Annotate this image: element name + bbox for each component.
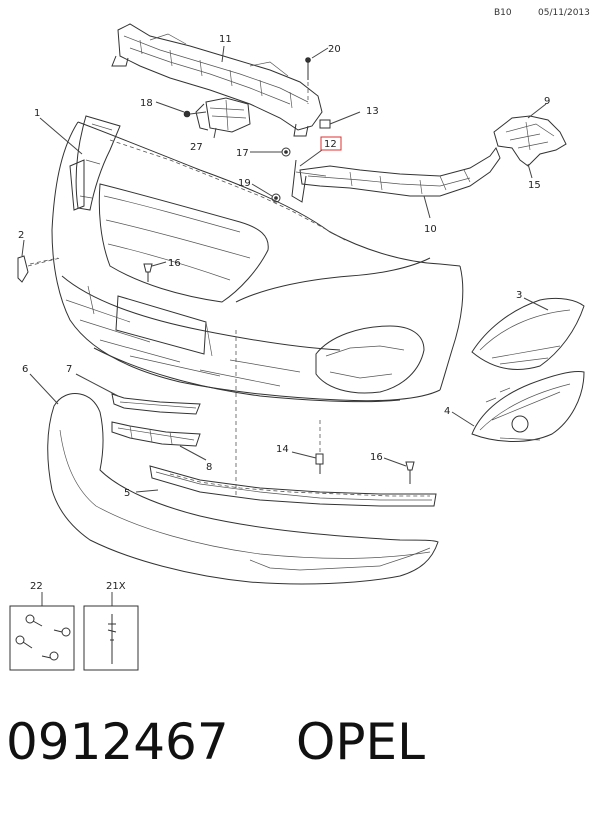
part-17-nut <box>281 147 291 157</box>
diagram-date: 05/11/2013 <box>538 8 590 18</box>
part-18-screw <box>183 110 207 118</box>
part-number: 0912467 <box>6 713 229 771</box>
callout-11: 11 <box>219 34 232 45</box>
callout-12-highlight[interactable]: 12 <box>320 136 342 151</box>
callout-22: 21X <box>106 581 126 592</box>
part-2-side-clip <box>17 255 61 283</box>
diagram-code: B10 <box>494 8 512 18</box>
callout-19: 19 <box>238 178 251 189</box>
part-6-lower-spoiler <box>47 393 439 585</box>
callout-15: 15 <box>528 180 541 191</box>
callout-3: 3 <box>516 290 522 301</box>
callout-17: 17 <box>236 148 249 159</box>
callout-12: 12 <box>324 139 337 150</box>
callout-4: 4 <box>444 406 450 417</box>
brand-name: OPEL <box>296 713 425 771</box>
part-16-clip-lower <box>405 461 415 484</box>
part-20-screw <box>305 57 311 104</box>
rivet-icon <box>53 627 71 637</box>
leader-lines <box>21 45 549 606</box>
part-9-side-bracket <box>493 115 567 167</box>
callout-27: 27 <box>190 142 203 153</box>
callout-2: 2 <box>18 230 24 241</box>
callout-16-lower: 16 <box>370 452 383 463</box>
callout-20: 20 <box>328 44 341 55</box>
part-27-bracket <box>195 97 251 133</box>
inset-21x-fastener-kit <box>9 605 75 671</box>
callout-7: 7 <box>66 364 72 375</box>
callout-8: 8 <box>206 462 212 473</box>
callout-21x: 22 <box>30 581 43 592</box>
callout-1: 1 <box>34 108 40 119</box>
callout-5: 5 <box>124 488 130 499</box>
callout-13: 13 <box>366 106 379 117</box>
part-10-guide-bracket <box>291 146 501 203</box>
screw-icon <box>25 614 43 627</box>
callout-16-upper: 16 <box>168 258 181 269</box>
assembly-guide-line-left <box>29 257 59 265</box>
part-3-fog-trim <box>471 297 585 370</box>
callout-10: 10 <box>424 224 437 235</box>
part-11-upper-support <box>111 23 323 137</box>
part-1-bumper-fascia <box>51 115 464 403</box>
part-8-trim-strip <box>111 421 201 447</box>
screw-icon <box>41 651 59 661</box>
callout-6: 6 <box>22 364 28 375</box>
screw-icon <box>15 635 33 649</box>
callout-18: 18 <box>140 98 153 109</box>
callout-9: 9 <box>544 96 550 107</box>
part-7-trim-strip <box>111 393 201 415</box>
part-5-lower-strip <box>149 465 437 507</box>
part-16-clip-upper <box>143 263 153 282</box>
inset-22-retainer <box>83 605 139 671</box>
callout-labels: 11 20 1 9 18 13 12 27 17 15 19 10 2 16 3… <box>18 34 550 592</box>
part-13-clip <box>319 119 331 129</box>
part-14-clip <box>315 420 324 474</box>
callout-14: 14 <box>276 444 289 455</box>
part-4-fog-bezel <box>471 371 585 442</box>
